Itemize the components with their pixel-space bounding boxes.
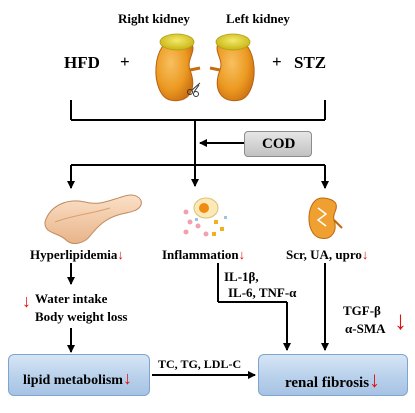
alpha-sma-label: α-SMA	[345, 321, 386, 336]
hfd-label: HFD	[64, 53, 100, 72]
inflammation-text: Inflammation	[162, 247, 239, 262]
left-kidney-icon	[209, 33, 255, 102]
renal-fibrosis-label: renal fibrosis↓	[285, 369, 380, 391]
hyperlipidemia-text: Hyperlipidemia	[30, 247, 118, 262]
lipid-metabolism-box: lipid metabolism↓	[8, 354, 150, 396]
inflammatory-cells-icon	[183, 197, 227, 237]
cod-box: COD	[244, 131, 312, 157]
renal-fibrosis-box: renal fibrosis↓	[258, 354, 408, 396]
plus-right: +	[272, 52, 282, 71]
lipid-down-arrow-icon: ↓	[122, 368, 132, 388]
inflammation-label: Inflammation↓	[162, 248, 245, 261]
left-kidney-label: Left kidney	[226, 11, 290, 26]
weight-loss-label: Body weight loss	[35, 309, 128, 324]
symptoms-down-arrow-icon: ↓	[22, 291, 31, 311]
pancreas-icon	[44, 194, 142, 244]
lipid-metabolism-label: lipid metabolism↓	[23, 369, 132, 388]
tgf-beta-label: TGF-β	[343, 303, 381, 318]
renal-fibrosis-down-arrow-icon: ↓	[369, 367, 381, 392]
renal-markers-label: Scr, UA, upro↓	[286, 248, 368, 261]
kidney-organ-icon	[308, 197, 343, 239]
cod-label: COD	[262, 136, 296, 152]
hyperlipidemia-down-arrow-icon: ↓	[117, 247, 124, 262]
scissors-icon	[187, 82, 201, 97]
lipid-markers-label: TC, TG, LDL-C	[158, 357, 242, 371]
right-kidney-label: Right kidney	[118, 11, 190, 26]
inflammation-down-arrow-icon: ↓	[238, 247, 246, 262]
fibrosis-markers-down-arrow-icon: ↓	[394, 306, 407, 335]
renal-fibrosis-text: renal fibrosis	[285, 375, 370, 391]
renal-markers-down-arrow-icon: ↓	[361, 247, 369, 262]
lipid-metabolism-text: lipid metabolism	[23, 373, 123, 388]
hyperlipidemia-label: Hyperlipidemia↓	[30, 248, 124, 261]
stz-label: STZ	[294, 53, 327, 72]
water-intake-label: Water intake	[35, 291, 108, 306]
renal-markers-text: Scr, UA, upro	[286, 247, 362, 262]
cytokines-line2: IL-6, TNF-α	[228, 285, 297, 300]
right-kidney-icon	[155, 33, 201, 102]
plus-left: +	[120, 52, 130, 71]
cytokines-line1: IL-1β,	[224, 269, 259, 284]
